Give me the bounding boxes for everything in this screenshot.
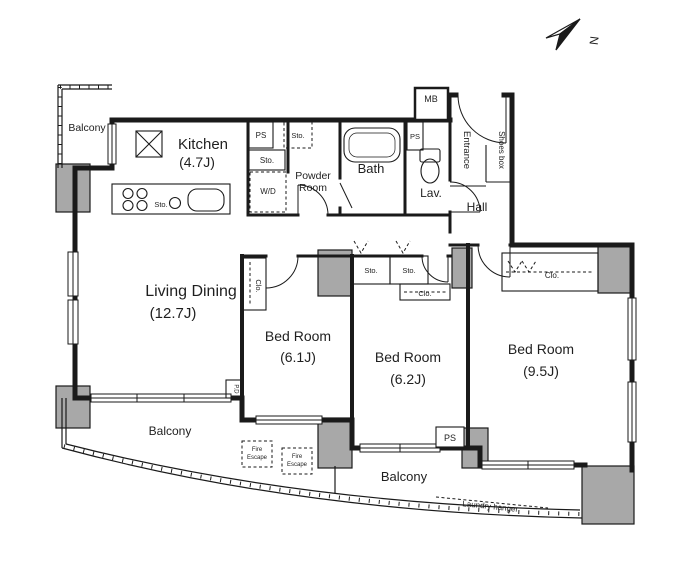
lavatory-label: Lav. xyxy=(420,186,442,200)
ps-label: PS xyxy=(410,132,420,141)
balcony-left-label: Balcony xyxy=(149,424,192,438)
storage-box xyxy=(248,149,286,171)
powder-room-door xyxy=(297,184,329,216)
storage-label: Sto. xyxy=(291,131,304,140)
closet-label: Clo. xyxy=(254,279,263,292)
storage-label: Sto. xyxy=(402,266,415,275)
bathtub-icon xyxy=(343,127,401,163)
ps-label: PS xyxy=(256,131,267,140)
sink-icon xyxy=(187,188,225,212)
bath-label: Bath xyxy=(358,161,385,176)
faucet-icon xyxy=(168,196,182,210)
bedroom-61-label: Bed Room xyxy=(265,328,331,344)
north-label: N xyxy=(586,35,601,45)
storage-label: Sto. xyxy=(364,266,377,275)
bedroom-95-label: Bed Room xyxy=(508,341,574,357)
bedroom-62-size: (6.2J) xyxy=(390,371,426,387)
laundry-hanger-line xyxy=(435,496,549,509)
washer-dryer-box xyxy=(249,171,287,213)
fire-escape-hatch xyxy=(241,440,273,468)
living-dining-size: (12.7J) xyxy=(150,305,197,322)
closet-label: Clo. xyxy=(418,289,431,298)
bedroom-95-door xyxy=(477,244,511,278)
compass-arrow-black xyxy=(555,18,581,51)
hall-label: Hall xyxy=(467,200,488,214)
shoes-box-label: Shoes box xyxy=(497,131,506,169)
fire-escape-label-1: Fire xyxy=(292,454,303,460)
fixtures xyxy=(111,121,599,509)
shoes-box-wall xyxy=(485,145,512,183)
pipe-space-box xyxy=(406,121,424,151)
fire-escape-label-2: Escape xyxy=(247,455,268,461)
laundry-hanger-label: Laundry hanger xyxy=(462,499,519,514)
fire-escape-hatch xyxy=(281,447,313,475)
living-dining-label: Living Dining xyxy=(145,283,237,300)
powder-room-label-1: Powder xyxy=(295,170,331,182)
bedroom-62-label: Bed Room xyxy=(375,349,441,365)
room-labels: Balcony Kitchen (4.7J) Powder Room Bath … xyxy=(68,122,574,484)
balcony-top-label: Balcony xyxy=(68,122,106,134)
fire-escape-label-1: Fire xyxy=(252,447,263,453)
pipe-space-box xyxy=(435,426,465,448)
storage-label: Sto. xyxy=(154,200,167,209)
kitchen-counter xyxy=(111,183,231,215)
hanger-pipe-icon xyxy=(507,260,537,273)
hanger-pipe-icon xyxy=(353,240,411,254)
meter-box-label: MB xyxy=(424,94,438,104)
kitchen-size: (4.7J) xyxy=(179,154,215,170)
toilet-icon xyxy=(419,148,441,184)
bedroom-95-size: (9.5J) xyxy=(523,363,559,379)
upper-storage-box xyxy=(283,121,313,149)
north-compass: N xyxy=(545,18,601,51)
storage-label: Sto. xyxy=(260,156,274,165)
entrance-door xyxy=(457,94,507,144)
closet-label: Clo. xyxy=(545,271,559,280)
storage-bedroom-62 xyxy=(351,240,451,301)
fire-escape-label-2: Escape xyxy=(287,462,308,468)
washer-dryer-label: W/D xyxy=(260,187,276,196)
balcony-main-label: Balcony xyxy=(381,469,428,484)
kitchen-label: Kitchen xyxy=(178,136,228,153)
closet-bedroom-95 xyxy=(501,252,599,292)
bedroom-61-size: (6.1J) xyxy=(280,349,316,365)
ps-label: PS xyxy=(444,433,456,443)
balcony-railings xyxy=(57,84,583,519)
pipe-duct-label: P.D xyxy=(233,384,239,394)
meter-box xyxy=(413,86,450,122)
bedroom-61-door xyxy=(265,255,299,289)
kitchen-range-icon xyxy=(135,130,163,158)
doors xyxy=(265,94,511,289)
pipe-duct-box xyxy=(225,379,244,399)
lavatory-door xyxy=(449,181,481,213)
bath-door xyxy=(339,182,353,209)
pipe-space-box xyxy=(248,121,274,149)
entrance-label: Entrance xyxy=(461,131,472,169)
windows xyxy=(67,123,637,470)
powder-room-label-2: Room xyxy=(299,182,327,194)
bedroom-62-door xyxy=(421,255,449,283)
